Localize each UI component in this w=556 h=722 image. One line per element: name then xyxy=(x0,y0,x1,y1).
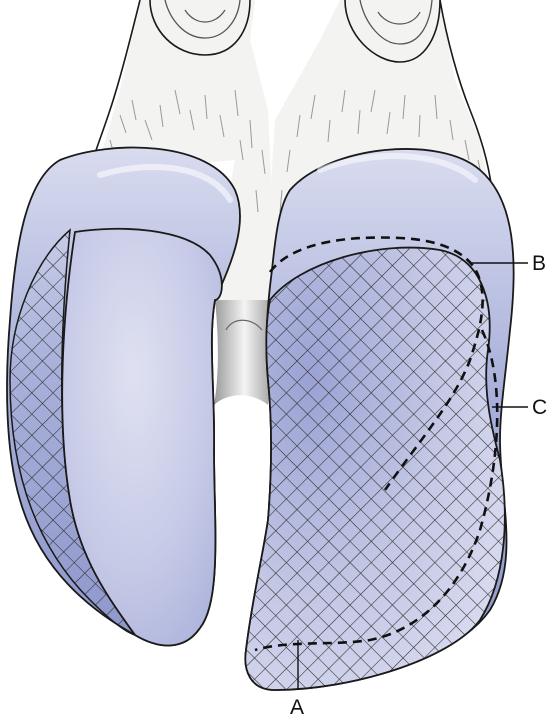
right-claw-hatched-sole xyxy=(245,248,504,690)
right-claw xyxy=(245,149,513,690)
label-b: B xyxy=(532,252,546,275)
label-c: C xyxy=(532,396,547,419)
left-claw xyxy=(7,148,240,646)
label-a: A xyxy=(290,696,304,719)
